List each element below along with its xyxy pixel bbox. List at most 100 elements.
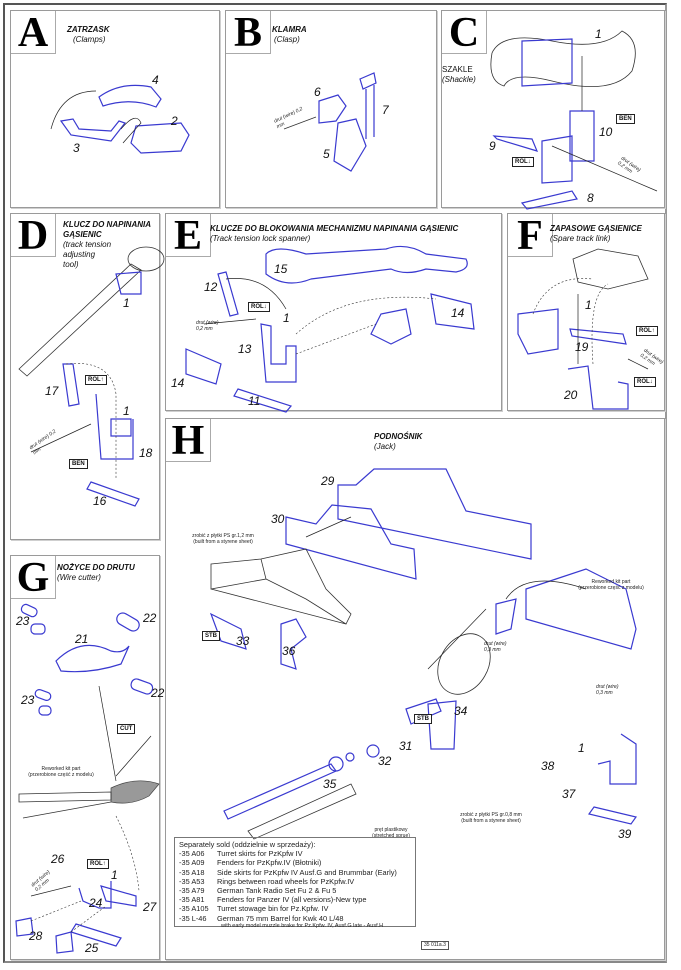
sold-item-desc: Rings between road wheels for PzKpfw.IV [217, 876, 355, 886]
bend-tag: BEN [69, 459, 88, 469]
panel-subtitle: (Shackle) [442, 75, 476, 84]
roll-tag: ROL↓ [512, 157, 534, 167]
panel-title-line: GĄSIENIC [63, 230, 102, 239]
sold-item-code: -35 A105 [179, 904, 209, 914]
panel-letter: B [226, 11, 271, 55]
panel-title: NOŻYCE DO DRUTU [57, 563, 135, 572]
note-line: Reworked kit part [591, 579, 631, 585]
part-number: 39 [618, 827, 632, 841]
panel-subtitle: (Wire cutter) [57, 573, 101, 582]
part-number: 25 [85, 941, 99, 955]
panel-c-shackle: C (Shackle) SZAKLE (Shackle) 1 BEN 10 9 … [441, 10, 665, 210]
sold-item-code: -35 A18 [179, 867, 205, 877]
instruction-sheet [3, 3, 667, 963]
part-number: 24 [89, 896, 103, 910]
part-number: 2 [171, 114, 178, 128]
panel-subtitle: (Clasp) [274, 35, 300, 44]
clasp-drawing [283, 72, 377, 172]
sold-item-desc: German 75 mm Barrel for Kwk 40 L/48 [217, 913, 344, 923]
panel-e-lock-spanner: E KLUCZE DO BLOKOWANIA MECHANIZMU NAPINA… [165, 213, 502, 413]
part-number: 1 [595, 27, 602, 41]
wire-note: drut (wire) 0,3 mm [484, 641, 507, 653]
panel-title: ZATRZASK [67, 25, 110, 34]
part-number: 1 [585, 298, 592, 312]
separately-sold-box: Separately sold (oddzielnie w sprzedaży)… [174, 837, 416, 929]
cut-tag: CUT [117, 724, 136, 734]
part-number: 23 [21, 693, 35, 707]
part-number: 23 [16, 614, 30, 628]
part-number: 8 [587, 191, 594, 205]
sold-item: -35 A09 Fenders for PzKpfw.IV (Błotniki) [179, 858, 411, 867]
part-number: 37 [562, 787, 576, 801]
part-number: 20 [564, 388, 578, 402]
sold-item-desc: Side skirts for PzKpfw IV Ausf.G and Bru… [217, 867, 397, 877]
panel-letter: H [166, 419, 211, 463]
part-number: 16 [93, 494, 107, 508]
sold-item-code: -35 A06 [179, 849, 205, 859]
panel-d-track-tension-tool: D KLUCZ DO NAPINANIA GĄSIENIC (track ten… [10, 213, 165, 540]
panel-title: PODNOŚNIK [374, 432, 423, 441]
sold-item-desc: Fenders for PzKpfw.IV (Błotniki) [217, 858, 322, 868]
panel-subtitle-line: adjusting [63, 250, 96, 259]
panel-title: KLAMRA [272, 25, 307, 34]
panel-a-clamps: A ZATRZASK (Clamps) 4 2 3 [10, 10, 220, 208]
bend-tag: BEN [616, 114, 635, 124]
panel-title: KLUCZE DO BLOKOWANIA MECHANIZMU NAPINANI… [210, 224, 459, 233]
part-number: 19 [575, 340, 589, 354]
panel-title-pl: SZAKLE [442, 65, 473, 74]
part-number: 38 [541, 759, 555, 773]
sprue-note: pręt plastikowy (stretched sprue) [356, 827, 426, 839]
styrene-note: zrobić z płytki PS gr.1,2 mm (built from… [178, 533, 268, 545]
sold-item-code: -35 A81 [179, 895, 205, 905]
panel-letter: E [166, 214, 211, 258]
part-number: 32 [378, 754, 392, 768]
separately-sold-heading: Separately sold (oddzielnie w sprzedaży)… [179, 840, 316, 849]
clamps-drawing [50, 84, 190, 154]
lock-spanner-drawing [185, 245, 475, 413]
part-number: 1 [123, 296, 130, 310]
note-line: (built from a styrene sheet) [461, 818, 521, 824]
stabilize-tag: STB [414, 714, 432, 724]
panel-h-jack: H PODNOŚNIK (Jack) 29 30 zrobić z płytki… [165, 418, 665, 960]
reworked-note: Reworked kit part (przerobione część z m… [11, 766, 111, 778]
wire-cutter-drawing [15, 603, 160, 954]
panel-subtitle: (Clamps) [73, 35, 106, 44]
sold-item-desc: Fenders for Panzer IV (all versions)-New… [217, 895, 367, 905]
part-number: 10 [599, 125, 613, 139]
note-line: zrobić z płytki PS gr.1,2 mm [192, 533, 254, 539]
part-number: 1 [123, 404, 130, 418]
part-number: 26 [51, 852, 65, 866]
part-number: 22 [143, 611, 157, 625]
panel-title: ZAPASOWE GĄSIENICE [550, 224, 642, 233]
stabilize-tag: STB [202, 631, 220, 641]
sold-item-desc: German Tank Radio Set Fu 2 & Fu 5 [217, 886, 337, 896]
sold-item-desc: Turret skirts for PzKpfw IV [217, 849, 303, 859]
sold-item: -35 A06 Turret skirts for PzKpfw IV [179, 849, 411, 858]
shackle-drawing [490, 30, 658, 210]
panel-letter: F [508, 214, 553, 258]
part-number: 29 [321, 474, 335, 488]
catalog-number: 35 011a.3 [421, 941, 449, 950]
part-number: 31 [399, 739, 413, 753]
panel-subtitle-line: (track tension [63, 240, 112, 249]
part-number: 12 [204, 280, 218, 294]
roll-tag: ROL↓ [634, 377, 656, 387]
part-number: 1 [283, 311, 290, 325]
note-line: (stretched sprue) [372, 833, 410, 839]
sold-item-code: -35 A09 [179, 858, 205, 868]
part-number: 15 [274, 262, 288, 276]
reworked-note: Reworked kit part (przerobione część z m… [566, 579, 656, 591]
note-line: Reworked kit part [41, 766, 81, 772]
part-number: 33 [236, 634, 250, 648]
panel-letter: D [11, 214, 56, 258]
note-line: (przerobione część z modelu) [578, 585, 644, 591]
roll-tag: ROL↑ [87, 859, 109, 869]
part-number: 21 [75, 632, 89, 646]
note-line: (built from a styrene sheet) [193, 539, 253, 545]
wire-note: drut (wire) 0,2 mm [196, 320, 219, 332]
panel-b-clasp: B KLAMRA (Clasp) drut (wire) 0,2 mm 6 7 … [225, 10, 437, 208]
